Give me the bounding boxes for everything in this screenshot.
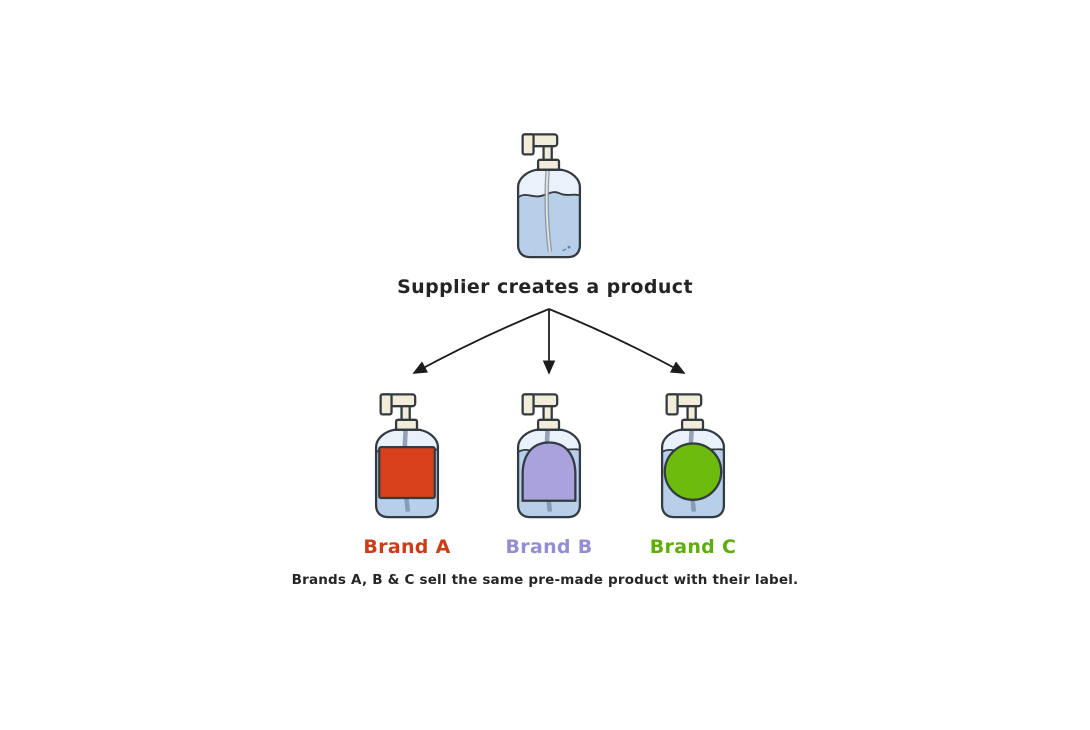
brand-a-bottle-illustration <box>374 393 440 519</box>
caption-text: Brands A, B & C sell the same pre-made p… <box>291 572 799 588</box>
arrow-to-brand-a <box>412 308 550 374</box>
pump-spout <box>379 393 393 416</box>
brand-b-label: Brand B <box>505 536 593 558</box>
pump-spout <box>521 133 535 156</box>
bubbles <box>562 245 571 252</box>
pump-spout <box>665 393 679 416</box>
supplier-bottle-illustration <box>516 133 582 259</box>
arrow-to-brand-c <box>548 308 686 374</box>
pump-collar <box>680 418 705 431</box>
brand-b-bottle-illustration <box>516 393 582 519</box>
brand-c-bottle-illustration <box>660 393 726 519</box>
supplier-label: Supplier creates a product <box>397 276 693 298</box>
pump-spout <box>521 393 535 416</box>
bottle-outline <box>660 428 726 519</box>
brand-a-label-shape <box>378 445 436 500</box>
bottle-outline <box>516 428 582 519</box>
brand-a-label: Brand A <box>363 536 451 558</box>
bottle-outline <box>516 168 582 259</box>
brand-c-label-shape <box>663 442 723 501</box>
pump-collar <box>536 418 561 431</box>
pump-collar <box>394 418 419 431</box>
bottle-outline <box>374 428 440 519</box>
brand-c-label: Brand C <box>649 536 737 558</box>
pump-collar <box>536 158 561 171</box>
flow-arrows <box>412 308 686 375</box>
brand-b-label-shape <box>521 441 577 502</box>
